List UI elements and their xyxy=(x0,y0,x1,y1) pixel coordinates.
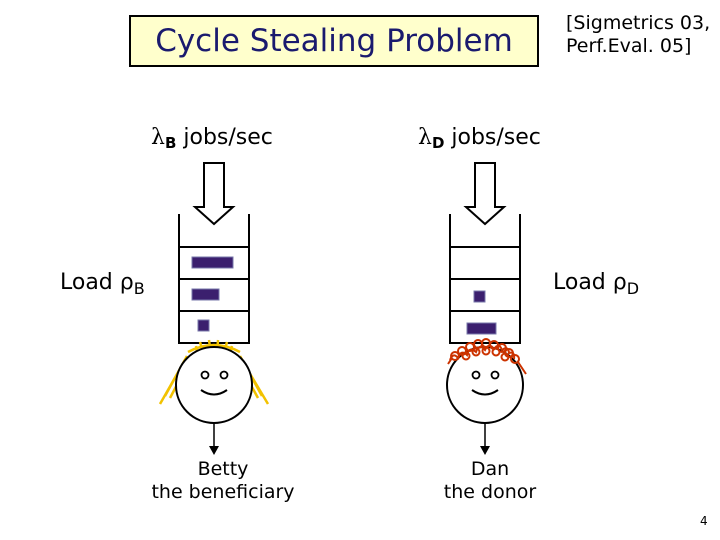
lambda-symbol: λ xyxy=(151,125,165,150)
beneficiary-arrival-rate: λB jobs/sec xyxy=(151,125,273,152)
page-number: 4 xyxy=(700,514,708,528)
donor-server-face xyxy=(446,338,527,455)
lambda-symbol: λ xyxy=(418,125,432,150)
donor-arrival-rate: λD jobs/sec xyxy=(418,125,541,152)
beneficiary-queue xyxy=(178,214,250,344)
rate-subscript: B xyxy=(164,134,177,152)
donor-arrival-arrow xyxy=(463,162,507,226)
load-subscript: B xyxy=(133,279,145,298)
beneficiary-load: Load ρB xyxy=(60,270,145,298)
load-prefix: Load xyxy=(60,270,120,295)
job-block xyxy=(191,256,234,269)
slide-title: Cycle Stealing Problem xyxy=(155,23,513,59)
rate-unit: jobs/sec xyxy=(444,125,541,150)
rho-symbol: ρ xyxy=(612,270,627,295)
rho-symbol: ρ xyxy=(119,270,134,295)
curly-hair xyxy=(447,338,527,375)
rate-subscript: D xyxy=(431,134,445,152)
job-block xyxy=(466,322,497,335)
beneficiary-server-face xyxy=(158,339,270,455)
citation-line-1: [Sigmetrics 03, xyxy=(566,12,711,34)
beneficiary-role: the beneficiary xyxy=(151,481,295,503)
title-box xyxy=(129,15,539,67)
citation: [Sigmetrics 03, Perf.Eval. 05] xyxy=(566,12,716,58)
load-subscript: D xyxy=(626,279,640,298)
rate-unit: jobs/sec xyxy=(176,125,273,150)
donor-caption: Dan the donor xyxy=(390,458,590,504)
donor-queue xyxy=(449,214,521,344)
donor-role: the donor xyxy=(443,481,537,503)
citation-line-2: Perf.Eval. 05] xyxy=(566,35,692,57)
load-prefix: Load xyxy=(553,270,613,295)
job-block xyxy=(473,290,486,303)
job-block xyxy=(197,319,210,332)
donor-load: Load ρD xyxy=(553,270,639,298)
donor-name: Dan xyxy=(470,458,510,480)
job-block xyxy=(191,288,220,301)
beneficiary-name: Betty xyxy=(197,458,249,480)
beneficiary-caption: Betty the beneficiary xyxy=(123,458,323,504)
beneficiary-arrival-arrow xyxy=(192,162,236,226)
